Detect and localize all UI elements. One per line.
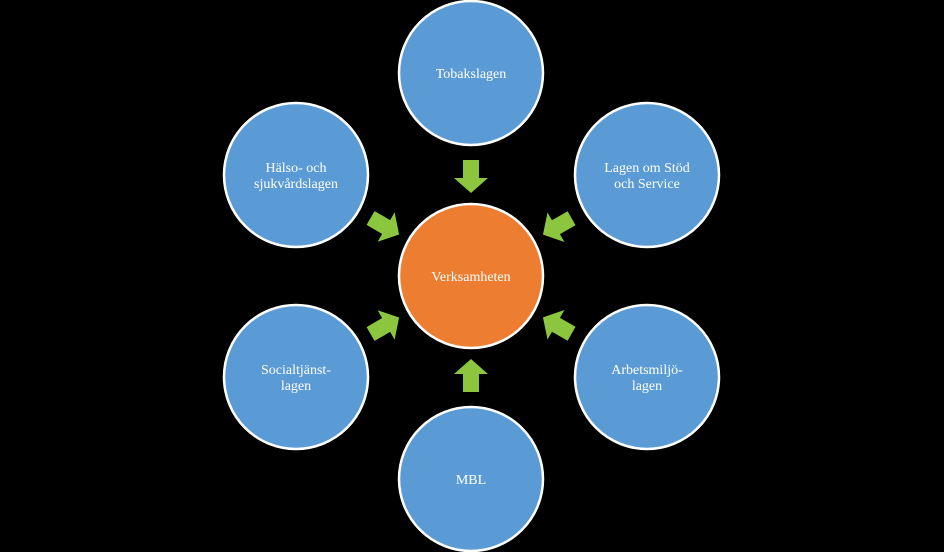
node-lagen-om-stod-och-service-label-line: och Service [614,177,680,192]
node-arbetsmiljolagen-label-line: lagen [632,379,662,394]
node-socialtjanstlagen-label-line: Socialtjänst- [261,363,331,378]
node-halso-och-sjukvardslagen-label-line: sjukvårdslagen [254,177,338,192]
node-mbl-circle [397,405,545,552]
center-node-verksamheten: Verksamheten [397,202,545,350]
arrow-mbl-to-center [454,359,488,392]
node-lagen-om-stod-och-service-circle [573,101,721,249]
node-arbetsmiljolagen-label-line: Arbetsmiljö- [611,363,683,378]
arrows-layer [366,160,576,392]
node-socialtjanstlagen-circle [222,303,370,451]
node-lagen-om-stod-och-service-label-line: Lagen om Stöd [604,161,690,176]
node-tobakslagen: Tobakslagen [397,0,545,147]
arrow-lagen-om-stod-och-service-to-center [542,211,576,242]
center-node-verksamheten-label-line: Verksamheten [431,270,510,285]
node-socialtjanstlagen-label-line: lagen [281,379,311,394]
node-arbetsmiljolagen-circle [573,303,721,451]
arrow-halso-och-sjukvardslagen-to-center [366,211,400,242]
arrow-socialtjanstlagen-to-center [366,310,400,341]
center-node-verksamheten-circle [397,202,545,350]
node-halso-och-sjukvardslagen-label-line: Hälso- och [265,161,326,176]
node-tobakslagen-label-line: Tobakslagen [436,67,507,82]
node-arbetsmiljolagen: Arbetsmiljö-lagen [573,303,721,451]
node-mbl-label-line: MBL [456,473,486,488]
node-tobakslagen-circle [397,0,545,147]
arrow-tobakslagen-to-center [454,160,488,193]
node-mbl: MBL [397,405,545,552]
node-socialtjanstlagen: Socialtjänst-lagen [222,303,370,451]
arrow-arbetsmiljolagen-to-center [542,310,576,341]
node-halso-och-sjukvardslagen-circle [222,101,370,249]
